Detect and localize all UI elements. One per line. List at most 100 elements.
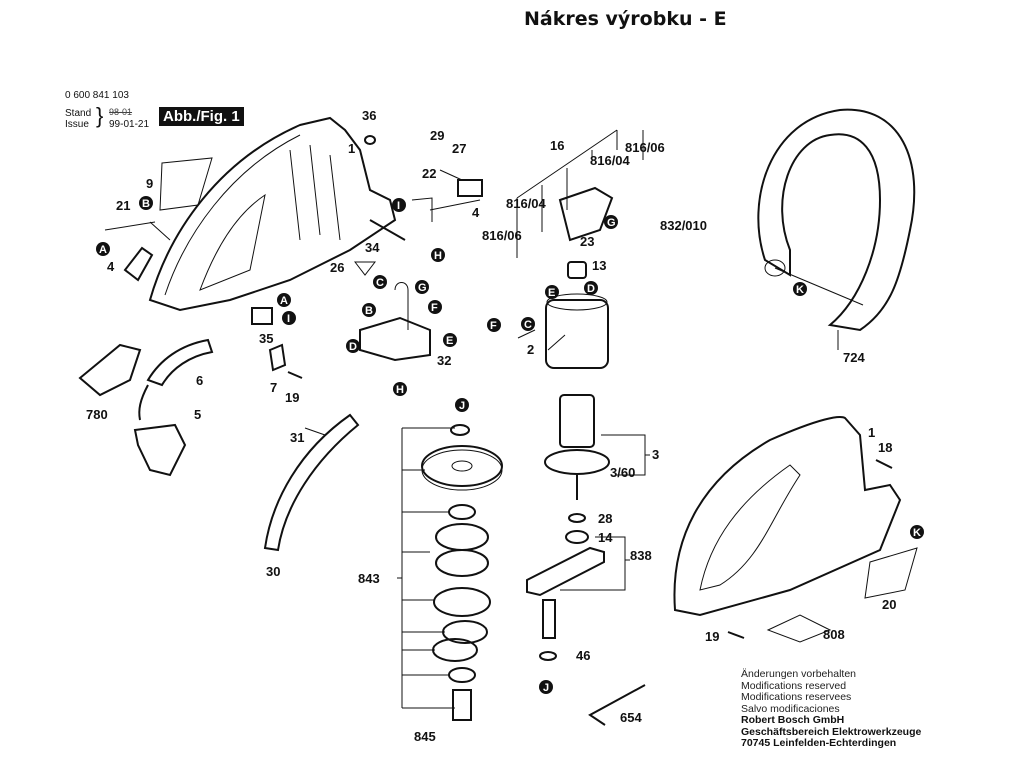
part-label-9: 9 — [146, 176, 153, 191]
switch-part-4 — [104, 221, 171, 282]
part-label-16: 16 — [550, 138, 564, 153]
part-label-19-left: 19 — [285, 390, 299, 405]
svg-text:A: A — [280, 295, 288, 307]
part-label-4-left: 4 — [107, 259, 115, 274]
svg-text:D: D — [587, 283, 595, 295]
svg-text:I: I — [287, 313, 290, 325]
svg-text:I: I — [397, 200, 400, 212]
callout-J-bottom: J — [539, 680, 553, 694]
footer-address: 70745 Leinfelden-Echterdingen — [741, 737, 897, 749]
part-label-816-06-top: 816/06 — [625, 140, 665, 155]
part-label-30: 30 — [266, 564, 280, 579]
power-cable-5 — [133, 384, 187, 477]
part-label-31: 31 — [290, 430, 304, 445]
callout-E-motor: E — [545, 285, 559, 299]
terminal-block-35 — [251, 307, 273, 325]
footer-company: Robert Bosch GmbH — [741, 714, 845, 726]
svg-text:A: A — [99, 244, 107, 256]
callout-B-mid: B — [362, 303, 376, 317]
svg-text:K: K — [913, 527, 921, 539]
struck-old-date: 98-01 — [109, 107, 133, 117]
gear-stack-843 — [397, 424, 503, 721]
part-label-46: 46 — [576, 648, 590, 663]
part-label-845: 845 — [414, 729, 436, 744]
part-label-23: 23 — [580, 234, 594, 249]
leader-lines — [429, 129, 864, 591]
callout-H-top: H — [431, 248, 445, 262]
part-label-816-04-left: 816/04 — [506, 196, 547, 211]
part-label-6: 6 — [196, 373, 203, 388]
page-title: Nákres výrobku - E — [524, 8, 727, 30]
svg-text:D: D — [349, 341, 357, 353]
svg-text:C: C — [376, 277, 384, 289]
cover-housing-1 — [673, 416, 902, 617]
svg-text:F: F — [431, 302, 438, 314]
footer-notes: Änderungen vorbehalten Modifications res… — [741, 668, 921, 750]
bearing-13 — [567, 261, 587, 279]
crank-838 — [526, 546, 605, 639]
part-label-20: 20 — [882, 597, 896, 612]
switch-block-32 — [359, 282, 431, 362]
part-label-3-60: 3/60 — [610, 465, 635, 480]
label-808 — [766, 614, 832, 643]
washer-28 — [568, 513, 586, 523]
part-label-2: 2 — [527, 342, 534, 357]
svg-text:E: E — [548, 287, 555, 299]
handle-724 — [757, 108, 916, 332]
part-label-34: 34 — [365, 240, 380, 255]
footer-line: Änderungen vorbehalten — [741, 668, 857, 680]
hex-key-654 — [588, 684, 646, 726]
part-label-3: 3 — [652, 447, 659, 462]
brush-holder-16 — [558, 186, 614, 242]
bearing-14 — [565, 530, 589, 544]
part-label-724: 724 — [843, 350, 865, 365]
part-label-654: 654 — [620, 710, 642, 725]
footer-line: Modifications reservees — [741, 691, 852, 703]
part-label-838: 838 — [630, 548, 652, 563]
callout-A-mid: A — [277, 293, 291, 307]
callout-F-motor: F — [487, 318, 501, 332]
part-label-780: 780 — [86, 407, 108, 422]
part-label-26: 26 — [330, 260, 344, 275]
bracket-26 — [353, 261, 377, 276]
callout-I-top: I — [392, 198, 406, 212]
armature-3 — [544, 394, 610, 500]
cable-sleeve-6 — [146, 338, 214, 387]
part-label-1-cover: 1 — [868, 425, 875, 440]
part-label-816-06-left: 816/06 — [482, 228, 522, 243]
document-number: 0 600 841 103 — [65, 90, 129, 101]
part-label-14: 14 — [598, 530, 613, 545]
brace-symbol: } — [96, 103, 104, 128]
part-label-21: 21 — [116, 198, 130, 213]
issue-label: Issue — [65, 119, 89, 130]
part-label-4-right: 4 — [472, 205, 480, 220]
svg-text:B: B — [365, 305, 373, 317]
label-sticker-9 — [159, 157, 213, 211]
callout-A-left: A — [96, 242, 110, 256]
part-label-35: 35 — [259, 331, 273, 346]
callout-D-motor: D — [584, 281, 598, 295]
callout-I-mid: I — [282, 311, 296, 325]
pin-34 — [369, 219, 406, 241]
svg-text:G: G — [418, 282, 427, 294]
part-label-36: 36 — [362, 108, 376, 123]
callout-K-cover: K — [910, 525, 924, 539]
spring-27 — [439, 169, 463, 181]
issue-date: 99-01-21 — [109, 119, 150, 130]
stand-label: Stand — [65, 108, 92, 119]
part-label-27: 27 — [452, 141, 466, 156]
screw-18 — [875, 459, 893, 469]
nut-36 — [364, 135, 376, 145]
svg-text:J: J — [543, 682, 549, 694]
part-label-843: 843 — [358, 571, 380, 586]
field-coil-2 — [545, 293, 609, 369]
screw-19 — [287, 371, 303, 379]
washer-46 — [539, 651, 557, 661]
callout-G-right: G — [604, 215, 618, 229]
part-label-832-010: 832/010 — [660, 218, 707, 233]
strain-relief-7 — [268, 343, 287, 372]
svg-text:G: G — [607, 217, 616, 229]
screw-19-cover — [727, 631, 745, 639]
part-label-28: 28 — [598, 511, 612, 526]
part-label-13: 13 — [592, 258, 606, 273]
